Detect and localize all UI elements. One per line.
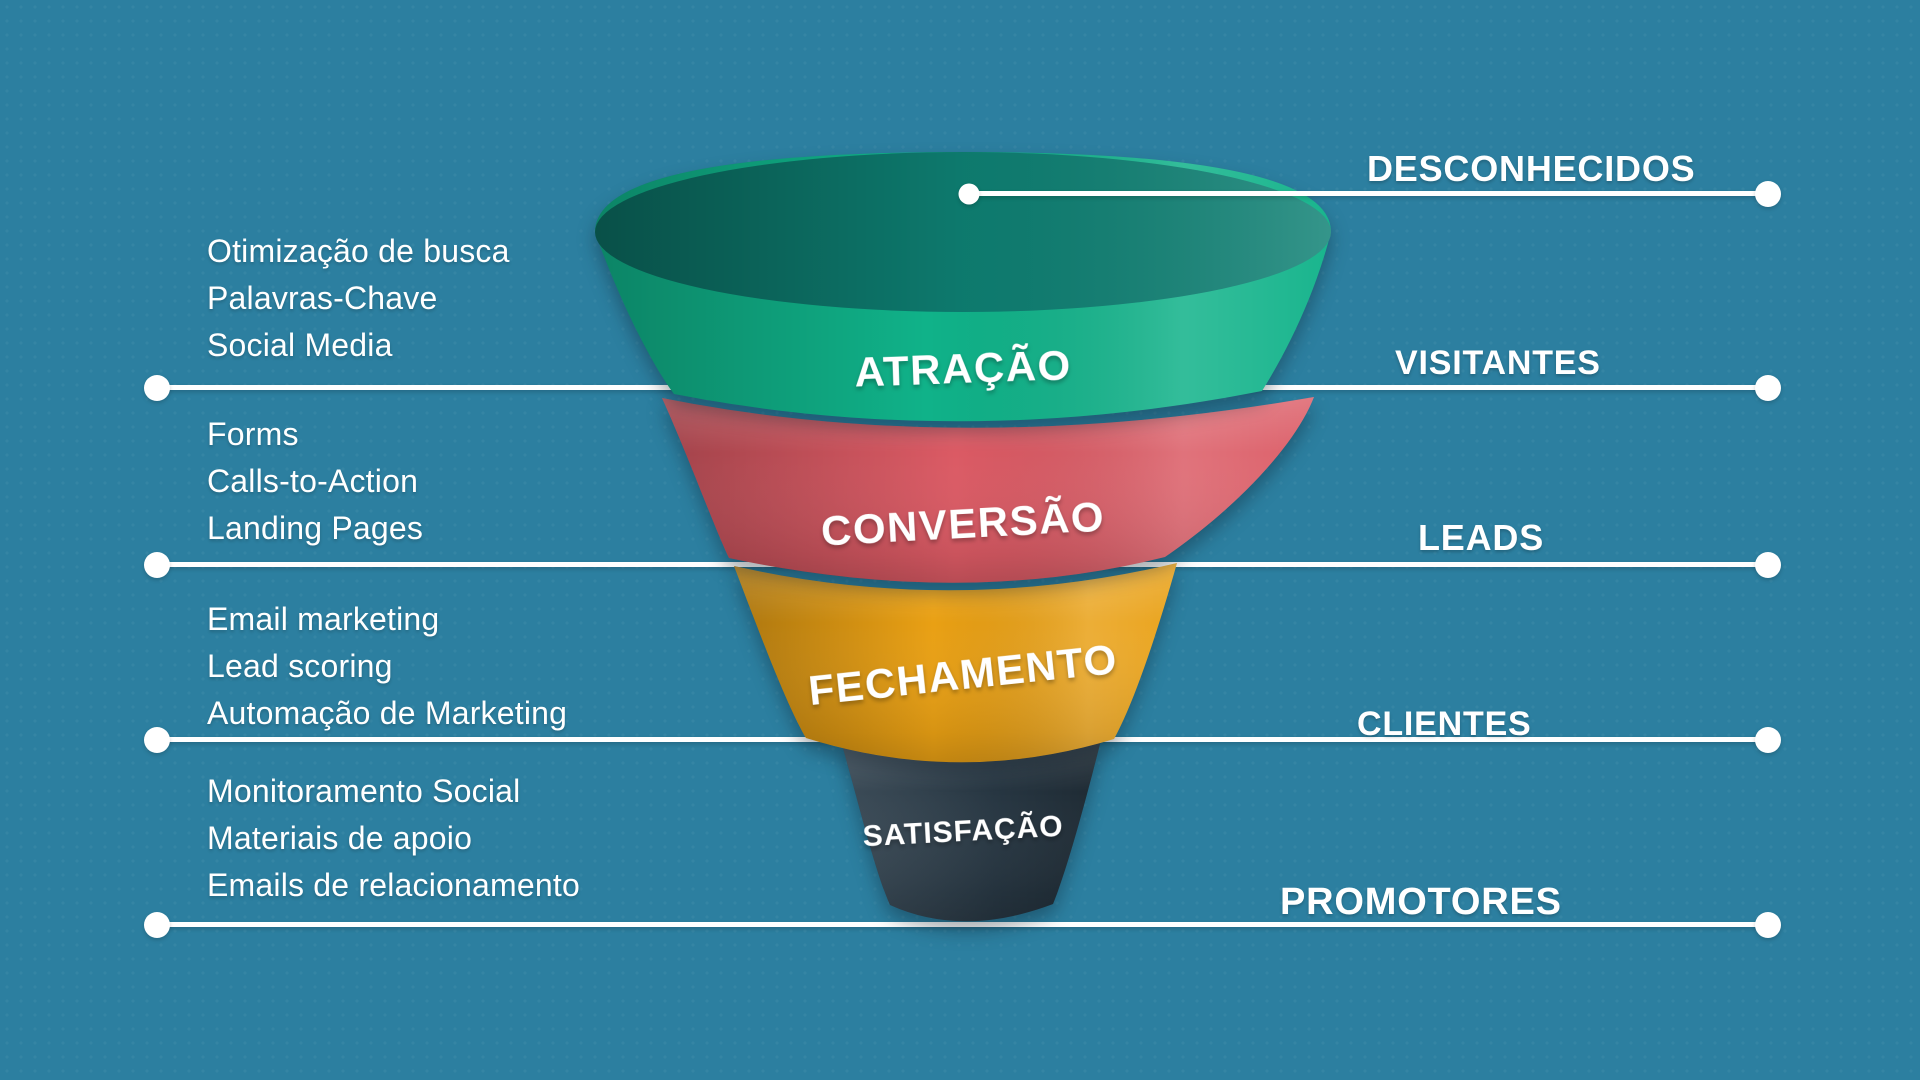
- tactics-atracao: Otimização de busca Palavras-Chave Socia…: [207, 228, 510, 369]
- stage-label-atracao: ATRAÇÃO: [854, 341, 1073, 396]
- stage-shade: [734, 563, 1177, 763]
- tactic-item: Forms: [207, 416, 299, 452]
- tactic-item: Palavras-Chave: [207, 280, 438, 316]
- line-endpoint-dot: [144, 911, 170, 938]
- tactics-satisfacao: Monitoramento Social Materiais de apoio …: [207, 768, 580, 909]
- tactic-item: Lead scoring: [207, 648, 393, 684]
- tactic-item: Emails de relacionamento: [207, 867, 580, 903]
- line-endpoint-dot: [1755, 911, 1781, 938]
- line-endpoint-dot: [1755, 180, 1781, 207]
- tactics-conversao: Forms Calls-to-Action Landing Pages: [207, 411, 423, 552]
- stage-shade: [662, 397, 1314, 583]
- tactic-item: Calls-to-Action: [207, 463, 419, 499]
- funnel-stage-fechamento: [734, 563, 1177, 763]
- tactics-fechamento: Email marketing Lead scoring Automação d…: [207, 596, 567, 737]
- line-endpoint-dot: [1755, 726, 1781, 753]
- audience-label-clientes: CLIENTES: [1357, 705, 1532, 743]
- line-endpoint-dot: [144, 551, 170, 578]
- separator-line-promotores: [144, 911, 1781, 938]
- tactic-item: Materiais de apoio: [207, 820, 473, 856]
- tactic-item: Otimização de busca: [207, 233, 510, 269]
- tactic-item: Social Media: [207, 327, 393, 363]
- line-endpoint-dot: [1755, 551, 1781, 578]
- funnel-stage-atracao: [595, 152, 1331, 422]
- funnel-stage-satisfacao: [840, 736, 1102, 922]
- funnel-opening-shade: [595, 152, 1331, 312]
- tactic-item: Email marketing: [207, 601, 440, 637]
- audience-label-promotores: PROMOTORES: [1280, 881, 1562, 923]
- audience-label-desconhecidos: DESCONHECIDOS: [1367, 148, 1696, 189]
- stage-shade: [840, 736, 1102, 922]
- audience-label-visitantes: VISITANTES: [1395, 344, 1601, 382]
- tactic-item: Monitoramento Social: [207, 773, 521, 809]
- connector-dot: [958, 183, 980, 204]
- line-endpoint-dot: [1755, 374, 1781, 401]
- audience-label-leads: LEADS: [1418, 517, 1545, 558]
- line-endpoint-dot: [144, 726, 170, 753]
- funnel-stage-conversao: [662, 397, 1314, 583]
- tactic-item: Landing Pages: [207, 510, 424, 546]
- connector-line-desconhecidos: [958, 180, 1781, 207]
- line-endpoint-dot: [144, 374, 170, 401]
- tactic-item: Automação de Marketing: [207, 695, 568, 731]
